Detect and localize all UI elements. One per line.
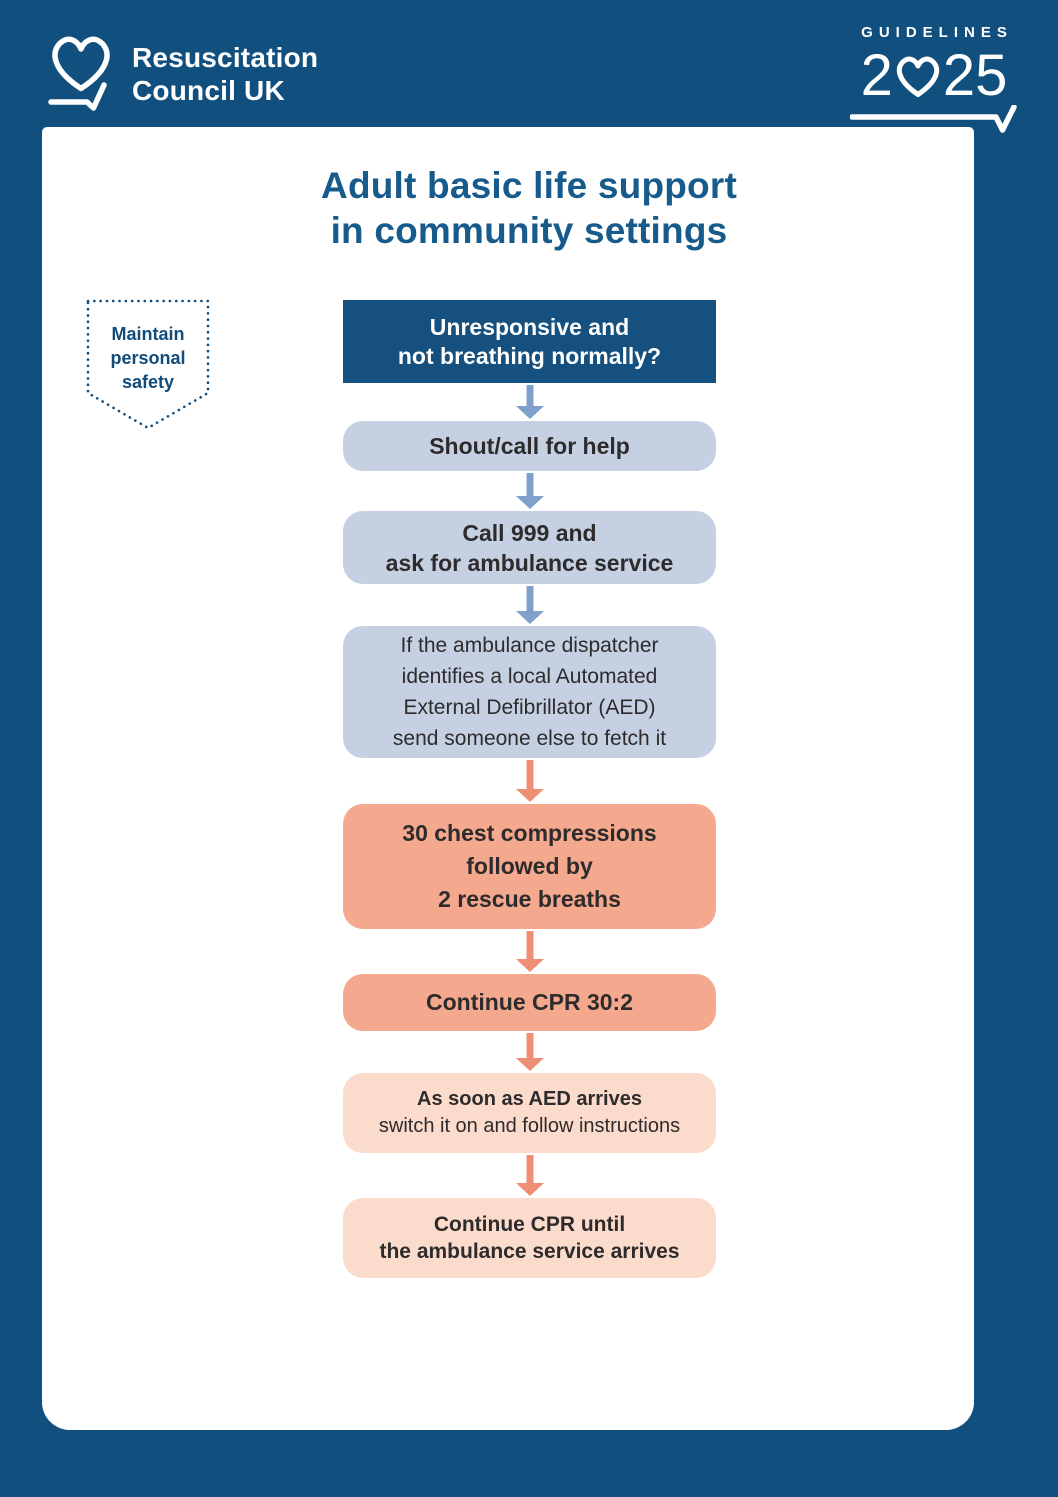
step-text: identifies a local Automated [401,665,658,688]
guidelines-2025-logo: GUIDELINES 2 25 [850,24,1018,139]
arrow-down-icon [516,383,544,421]
year-digit-left: 2 [860,43,893,108]
arrow-down-icon [516,758,544,804]
step-text: 30 chest compressions [402,820,657,846]
step-text: ask for ambulance service [385,549,674,576]
pennant-dotted-border [86,299,210,430]
safety-line2: personal [110,348,186,368]
brand-name-line2: Council UK [132,75,285,106]
flow-step-shout: Shout/call for help [343,421,716,471]
step-text: the ambulance service arrives [379,1240,680,1263]
safety-pennant-text: Maintain personal safety [85,322,211,394]
step-text: Continue CPR until [433,1213,626,1236]
brand-logo: Resuscitation Council UK [47,33,318,111]
year-digit-right: 25 [942,43,1008,108]
guidelines-year: 2 25 [850,43,1018,105]
arrow-down-icon [516,1031,544,1073]
step-text: If the ambulance dispatcher [400,634,659,657]
heart-tick-icon [48,36,110,111]
step-text: 2 rescue breaths [438,886,621,912]
arrow-down-icon [516,471,544,511]
step-text: not breathing normally? [397,342,662,369]
step-text: switch it on and follow instructions [378,1115,681,1137]
step-text: Unresponsive and [429,313,630,340]
step-text: Continue CPR 30:2 [425,989,634,1015]
step-text: send someone else to fetch it [392,727,667,750]
step-text: Shout/call for help [429,432,630,459]
flow-step-cpr-until-arrival: Continue CPR until the ambulance service… [343,1198,716,1278]
bls-flowchart: Unresponsive and not breathing normally?… [343,300,716,1278]
brand-name: Resuscitation Council UK [132,33,318,107]
page-title-line1: Adult basic life support [321,165,737,206]
page-title: Adult basic life support in community se… [0,163,1058,253]
arrow-down-icon [516,584,544,626]
page-title-line2: in community settings [330,210,728,251]
brand-name-line1: Resuscitation [132,42,319,73]
safety-pennant: Maintain personal safety [85,298,211,432]
step-text: As soon as AED arrives [417,1088,642,1110]
safety-line1: Maintain [111,324,185,344]
safety-line3: safety [121,372,175,392]
flow-step-fetch-aed: If the ambulance dispatcher identifies a… [343,626,716,758]
flow-step-compressions: 30 chest compressions followed by 2 resc… [343,804,716,929]
arrow-down-icon [516,1153,544,1198]
flow-step-continue-cpr: Continue CPR 30:2 [343,974,716,1031]
heart-icon [896,56,940,97]
flow-step-assess: Unresponsive and not breathing normally? [343,300,716,383]
tick-underline-icon [850,105,1017,133]
flow-step-call-999: Call 999 and ask for ambulance service [343,511,716,584]
arrow-down-icon [516,929,544,974]
step-text: External Defibrillator (AED) [403,696,656,719]
guidelines-label: GUIDELINES [861,24,1013,41]
flow-step-aed-arrives: As soon as AED arrives switch it on and … [343,1073,716,1153]
step-text: followed by [466,853,593,879]
step-text: Call 999 and [462,519,597,546]
